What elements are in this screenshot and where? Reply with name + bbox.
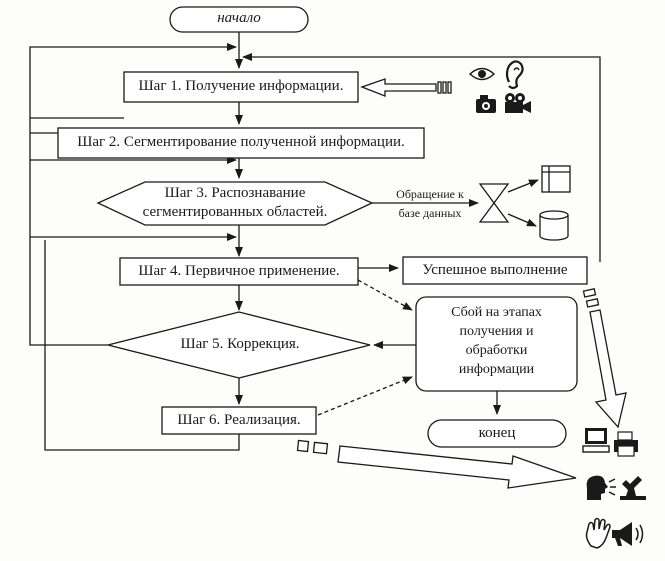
hand-icon xyxy=(585,517,611,549)
fail-label-line2: получения и xyxy=(459,324,534,339)
db-label-line2: базе данных xyxy=(398,206,462,220)
step-1-box xyxy=(123,71,359,103)
computer-icon xyxy=(582,428,610,453)
camera-icon xyxy=(476,95,496,113)
step-5-diamond xyxy=(107,311,371,379)
input-arrow xyxy=(360,78,437,97)
printer-icon xyxy=(614,431,638,457)
step-5-label: Шаг 5. Коррекция. xyxy=(180,336,300,352)
fail-label-line3: обработки xyxy=(465,343,528,358)
eye-icon xyxy=(468,67,496,81)
ear-icon xyxy=(505,60,524,90)
megaphone-icon xyxy=(612,522,644,546)
feedback-loop-right xyxy=(242,53,601,262)
step-2-label: Шаг 2. Сегментирование полученной информ… xyxy=(77,134,405,150)
speaking-head-icon xyxy=(586,475,616,500)
success-box xyxy=(402,256,588,285)
fail-label-line4: информации xyxy=(458,362,535,377)
step-3-label-line2: сегментированных областей. xyxy=(142,204,328,220)
db-label-line1: Обращение к xyxy=(396,187,464,201)
video-camera-icon xyxy=(505,93,531,113)
start-label: начало xyxy=(217,10,261,26)
step-3-label-line1: Шаг 3. Распознавание xyxy=(164,185,306,201)
output-arrow-right xyxy=(589,309,627,429)
fail-label-line1: Сбой на этапах xyxy=(451,305,542,320)
feedback-loop-left xyxy=(29,43,237,346)
success-label: Успешное выполнение xyxy=(422,262,568,278)
step-6-box xyxy=(161,406,317,435)
step-6-label: Шаг 6. Реализация. xyxy=(177,412,301,428)
step-4-label: Шаг 4. Первичное применение. xyxy=(138,263,340,279)
output-arrow-bottom xyxy=(337,445,577,489)
hourglass-icon xyxy=(478,183,510,223)
step-2-box xyxy=(57,127,425,159)
table-icon xyxy=(541,165,571,193)
step-4-box xyxy=(119,257,359,286)
step-1-label: Шаг 1. Получение информации. xyxy=(138,78,344,94)
end-label: конец xyxy=(478,425,516,441)
robot-arm-icon xyxy=(620,476,646,500)
end-terminal xyxy=(427,419,567,448)
database-icon xyxy=(539,210,569,241)
